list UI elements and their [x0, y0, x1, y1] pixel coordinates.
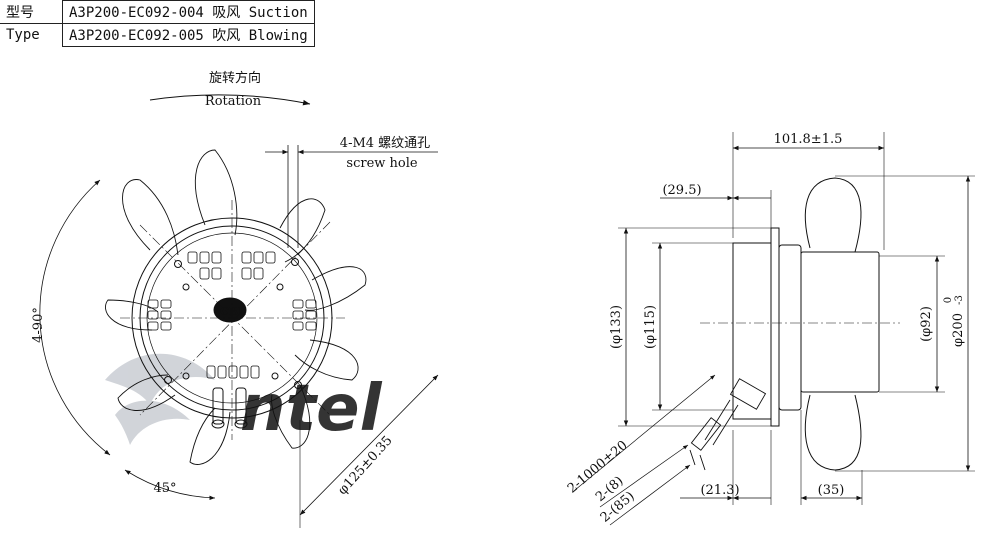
- impeller-hub: [800, 251, 880, 393]
- brand-logo-icon: CBL: [213, 297, 247, 323]
- depth-21-label: (21.3): [700, 483, 739, 498]
- model-value: A3P200-EC092-004 吸风 Suction: [62, 0, 315, 24]
- center-lines: [120, 200, 345, 440]
- model-label: 型号: [0, 0, 63, 24]
- watermark-text: ntel: [240, 372, 383, 446]
- screw-hole-label-en: screw hole: [346, 156, 417, 171]
- side-view: [574, 132, 975, 526]
- rotation-arrow-icon: [149, 94, 311, 106]
- watermark: ntel: [105, 353, 383, 446]
- side-cable: [689, 378, 767, 471]
- depth-29-label: (29.5): [662, 183, 701, 198]
- cable-glands: [211, 387, 248, 429]
- dia-200-tol-upper: 0: [943, 297, 954, 303]
- model-row: Type A3P200-EC092-005 吹风 Blowing: [0, 23, 315, 47]
- svg-text:CBL: CBL: [220, 305, 246, 318]
- rotation-label-en: Rotation: [205, 94, 262, 109]
- dia-115-label: (φ115): [643, 305, 658, 349]
- mounting-flange: [770, 227, 780, 427]
- depth-total-label: 101.8±1.5: [774, 132, 843, 147]
- dia-92-label: (φ92): [919, 306, 934, 342]
- screw-hole-callout: 4-M4 螺纹通孔 screw hole: [265, 136, 438, 248]
- motor-housing: [732, 242, 772, 420]
- model-table: 型号 A3P200-EC092-004 吸风 Suction Type A3P2…: [0, 0, 315, 47]
- rotation-label-cn: 旋转方向: [209, 70, 261, 86]
- angle-45-arc: [124, 469, 216, 501]
- dia-200-label: φ200: [951, 313, 966, 347]
- blade-bottom: [804, 394, 862, 471]
- depth-35-label: (35): [818, 483, 845, 498]
- dia-133-label: (φ133): [609, 305, 624, 349]
- model-value: A3P200-EC092-005 吹风 Blowing: [62, 23, 315, 47]
- angle-dimension-arc: [39, 179, 111, 456]
- hub-vent-slots: [147, 251, 317, 379]
- blade-top: [804, 177, 862, 253]
- model-row: 型号 A3P200-EC092-004 吸风 Suction: [0, 0, 315, 24]
- front-view: CBL: [39, 149, 439, 528]
- dia-200-tol-lower: -3: [954, 295, 965, 305]
- rotor-hub: [778, 244, 802, 411]
- angle-90-label: 4-90°: [31, 307, 46, 343]
- rotation-indicator: 旋转方向 Rotation: [149, 70, 311, 109]
- angle-45-label: 45°: [153, 481, 176, 496]
- screw-hole-label-cn: 4-M4 螺纹通孔: [340, 136, 430, 151]
- diameter-125-dimension: [299, 374, 439, 516]
